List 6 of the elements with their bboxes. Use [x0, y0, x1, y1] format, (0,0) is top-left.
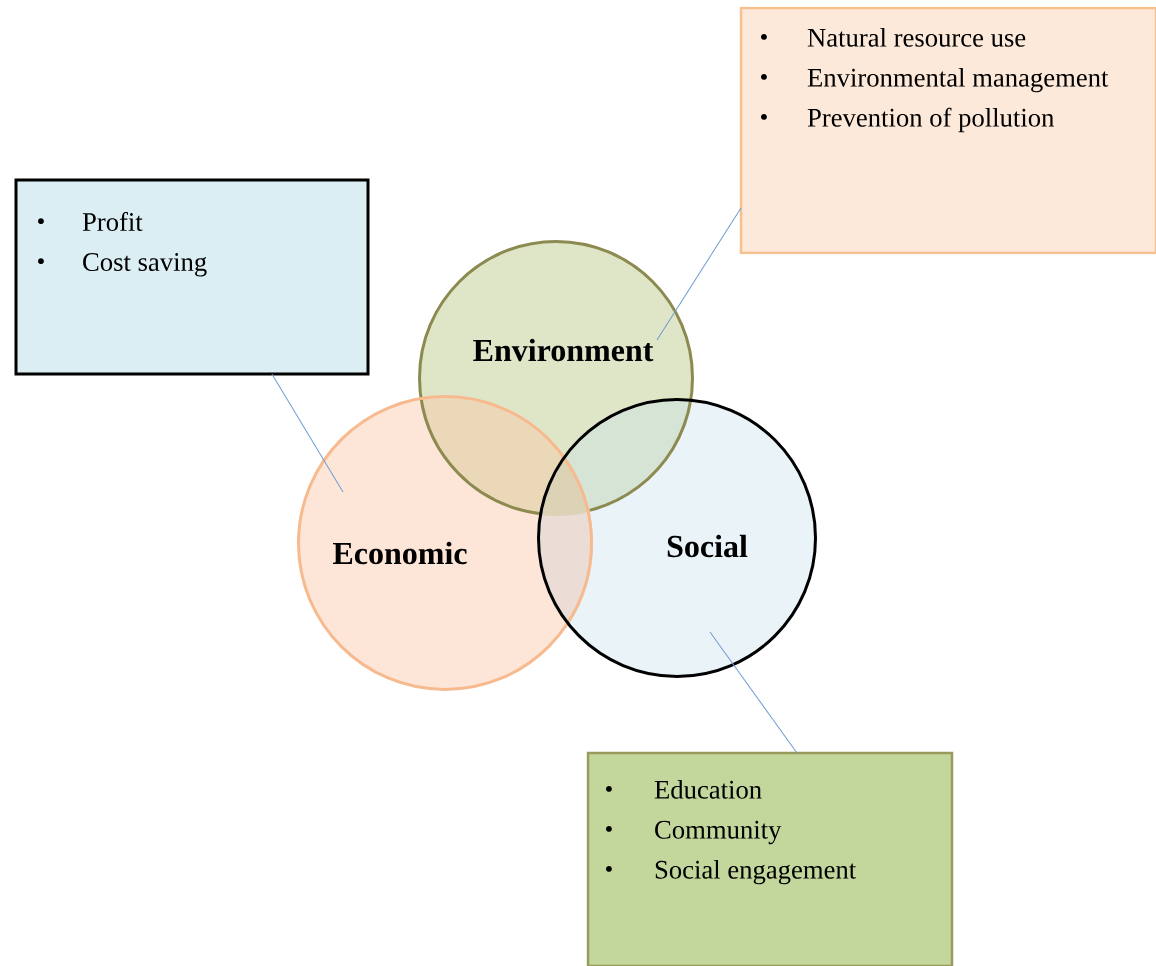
- leader-line: [709, 631, 798, 754]
- leader-line: [271, 373, 344, 493]
- bullet-list-box: Natural resource use Environmental management Prevention of pollution: [739, 6, 1156, 255]
- bullet-list-box: Profit Cost saving: [14, 178, 370, 376]
- leader-line: [656, 207, 742, 341]
- bullet-list-box: Education Community Social engagement: [586, 751, 954, 966]
